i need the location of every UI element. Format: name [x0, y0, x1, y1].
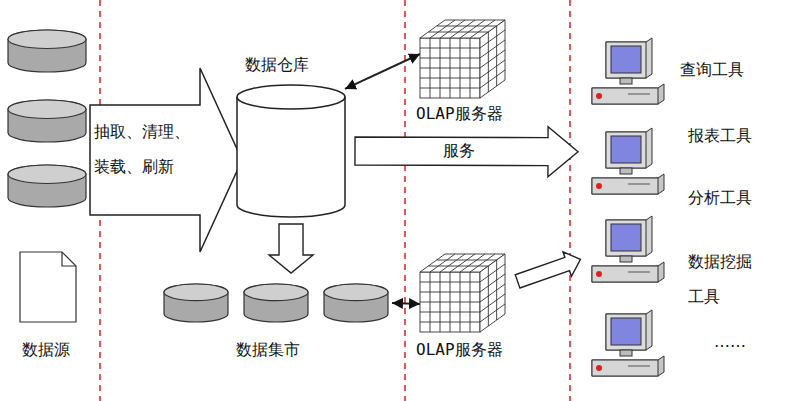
client-computer: …… [588, 310, 668, 378]
pc-shape [588, 310, 668, 378]
marts-shape [160, 280, 392, 326]
pc-shape [588, 128, 668, 196]
double-arrow [392, 303, 420, 304]
source-label: 数据源 [22, 340, 70, 360]
block-arrow [515, 252, 580, 288]
olap-cube: OLAP服务器 [420, 18, 510, 98]
pc-shape [588, 216, 668, 284]
etl-block-arrow: 抽取、清理、装载、刷新 [90, 68, 242, 252]
node-text: 数据集市 [236, 340, 346, 360]
client-computer: 数据挖掘 工具 [588, 216, 668, 284]
source-databases [8, 30, 86, 207]
olap-cube: OLAP服务器 [420, 252, 510, 332]
node-text: 抽取、清理、装载、刷新 [94, 114, 198, 184]
client-computer: 报表工具分析工具 [588, 128, 668, 196]
node-text: 数据仓库 [245, 55, 355, 75]
warehouse-cylinder: 数据仓库 [237, 85, 345, 217]
block-arrow [269, 224, 313, 273]
cube-shape [420, 252, 510, 332]
node-text: …… [714, 332, 774, 352]
data-mart-group: 数据集市 [160, 280, 392, 326]
double-arrow [345, 54, 420, 89]
node-text: 查询工具 [680, 60, 770, 80]
service-arrow [355, 127, 578, 177]
source-document [20, 252, 76, 322]
node-text: OLAP服务器 [416, 104, 556, 124]
edge-label: 服务 [441, 141, 477, 161]
node-text: 分析工具 [688, 188, 778, 208]
node-text: OLAP服务器 [416, 340, 556, 360]
client-computer: 查询工具 [588, 38, 668, 106]
node-text: 数据挖掘 工具 [688, 244, 760, 314]
cyl-shape [237, 85, 345, 217]
cube-shape [420, 18, 510, 98]
node-text: 报表工具 [688, 126, 778, 146]
pc-shape [588, 38, 668, 106]
